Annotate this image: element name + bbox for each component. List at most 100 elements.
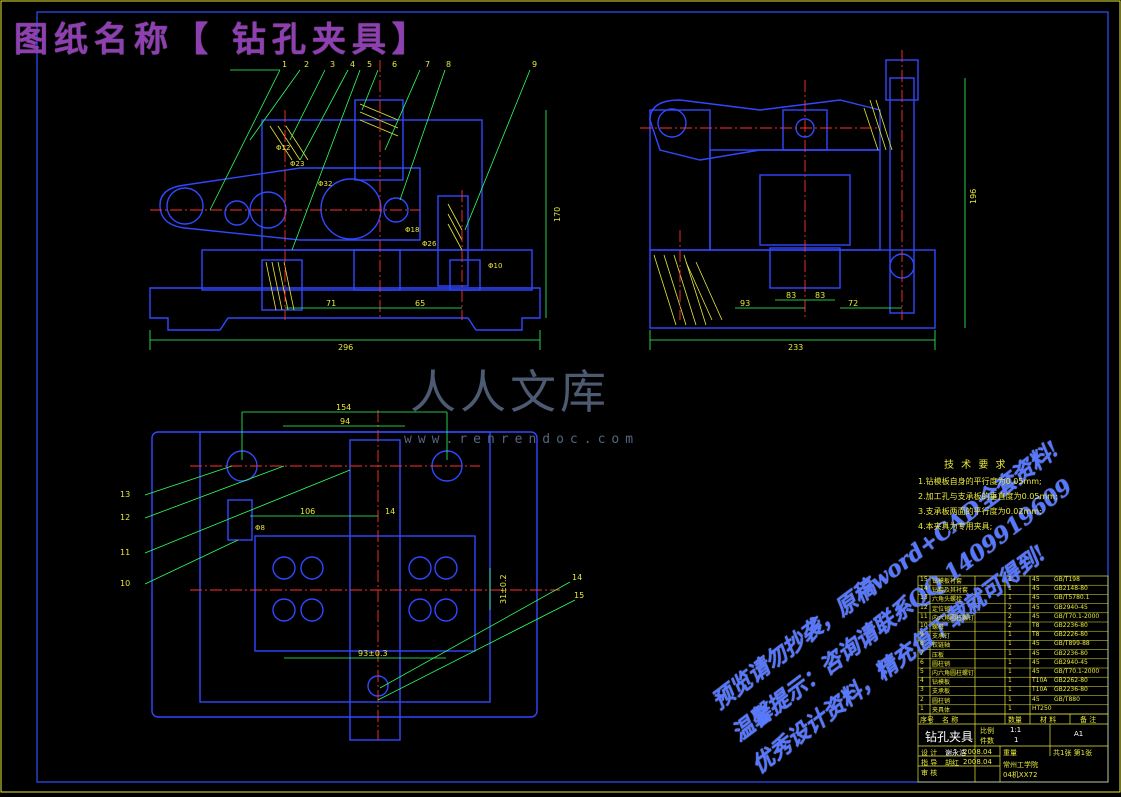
dimension-label: Φ18: [405, 226, 419, 234]
top-dimension-lines: [144, 411, 576, 701]
bom-name: 夹具体: [932, 706, 951, 714]
bom-standard: GB2940-45: [1054, 603, 1088, 611]
bom-material: T8: [1032, 622, 1040, 629]
requirement-item: 1.钻模板自身的平行度为0.05mm;: [918, 477, 1042, 486]
top-view: [151, 431, 538, 741]
part-balloon: 10: [120, 579, 130, 588]
bom-header-no: 序号: [920, 716, 934, 724]
dimension-label: 154: [336, 403, 351, 412]
design-date: 2008.04: [963, 748, 992, 756]
qty-value: 1: [1014, 736, 1019, 744]
bom-name: 六角头螺栓: [932, 596, 963, 604]
bom-no: 1: [920, 704, 924, 712]
drawing-name: 钻孔夹具: [925, 730, 974, 744]
bom-row-lines: [918, 584, 1108, 715]
bom-qty: 1: [1008, 668, 1012, 675]
part-balloon: 7: [425, 60, 430, 69]
dimension-label: 71: [326, 299, 336, 308]
school-name: 常州工学院: [1003, 761, 1038, 769]
checker-label: 指 导: [921, 759, 938, 767]
dimension-label: 14: [385, 507, 395, 516]
dimension-label: 83: [786, 291, 796, 300]
bom-name: 钻模板衬套: [932, 578, 963, 585]
bom-material: 45: [1032, 695, 1040, 703]
bom-material: T8: [1032, 631, 1040, 639]
part-balloon: 12: [120, 513, 130, 522]
bom-material: 45: [1032, 585, 1040, 593]
approver-label: 审 核: [921, 769, 938, 777]
bom-standard: GB/T899-88: [1054, 640, 1090, 648]
part-balloon: 6: [392, 60, 397, 69]
bom-no: 8: [920, 640, 924, 648]
weight-label: 重量: [1003, 749, 1017, 757]
bom-qty: 1: [1008, 640, 1012, 648]
bom-qty: 1: [1008, 649, 1012, 657]
part-balloon: 4: [350, 60, 355, 69]
bom-name: 钻模板: [932, 679, 951, 687]
bom-no: 2: [920, 695, 924, 703]
bom-name: 铰链轴: [932, 642, 951, 650]
bom-standard: GB2236-80: [1054, 622, 1088, 629]
bom-header-material: 材 料: [1040, 716, 1057, 724]
bom-name: 圆柱销: [932, 697, 951, 705]
part-balloon: 14: [572, 573, 582, 582]
bom-standard: GB2148-80: [1054, 585, 1088, 593]
bom-no: 9: [920, 631, 924, 639]
dimension-label: 196: [969, 189, 978, 204]
dimension-label: 31±0.2: [499, 574, 508, 604]
bom-standard: GB2940-45: [1054, 658, 1088, 666]
bom-qty: 1: [1008, 576, 1012, 583]
bom-standard: GB/T198: [1054, 576, 1080, 583]
bom-qty: 1: [1008, 704, 1012, 712]
front-hatch: [265, 103, 463, 311]
requirements-title: 技 术 要 求: [944, 460, 1008, 471]
part-balloon: 1: [282, 60, 287, 69]
bom-material: 45: [1032, 612, 1040, 620]
bom-qty: 2: [1008, 603, 1012, 611]
scale-label: 比例: [980, 727, 994, 735]
dimension-label: 170: [553, 207, 562, 222]
bom-material: 45: [1032, 668, 1040, 675]
front-centerlines: [150, 60, 463, 320]
bom-name: 内六角圆柱螺钉: [932, 614, 975, 622]
side-dimension-lines: [649, 78, 966, 350]
part-balloon: 15: [574, 591, 584, 600]
designer-name: 谢永浩: [945, 749, 966, 757]
bom-material: 45: [1032, 594, 1040, 602]
watermark-brand: 人人文库: [410, 365, 610, 419]
bom-qty: 1: [1008, 631, 1012, 639]
part-balloon: 2: [304, 60, 309, 69]
dimension-label: 65: [415, 299, 425, 308]
bom-standard: GB/T880: [1054, 695, 1080, 703]
dimension-label: Φ8: [255, 524, 265, 532]
bom-standard: GB2226-80: [1054, 631, 1088, 639]
dimension-label: 72: [848, 299, 858, 308]
requirement-item: 2.加工孔与支承板的垂直度为0.05mm;: [918, 492, 1058, 501]
bom-qty: 1: [1008, 658, 1012, 666]
front-dimension-lines: [149, 69, 547, 350]
bom-no: 4: [920, 677, 924, 685]
dimension-label: Φ12: [276, 144, 290, 152]
part-balloon: 5: [367, 60, 372, 69]
sheet-size: A1: [1074, 730, 1084, 738]
bom-qty: 2: [1008, 622, 1012, 629]
bom-standard: GB2236-80: [1054, 649, 1088, 657]
bom-no: 14: [920, 585, 928, 593]
bom-no: 6: [920, 658, 924, 666]
requirement-item: 4.本夹具为专用夹具;: [918, 522, 993, 531]
bom-name: 钻套及其衬套: [932, 587, 969, 595]
